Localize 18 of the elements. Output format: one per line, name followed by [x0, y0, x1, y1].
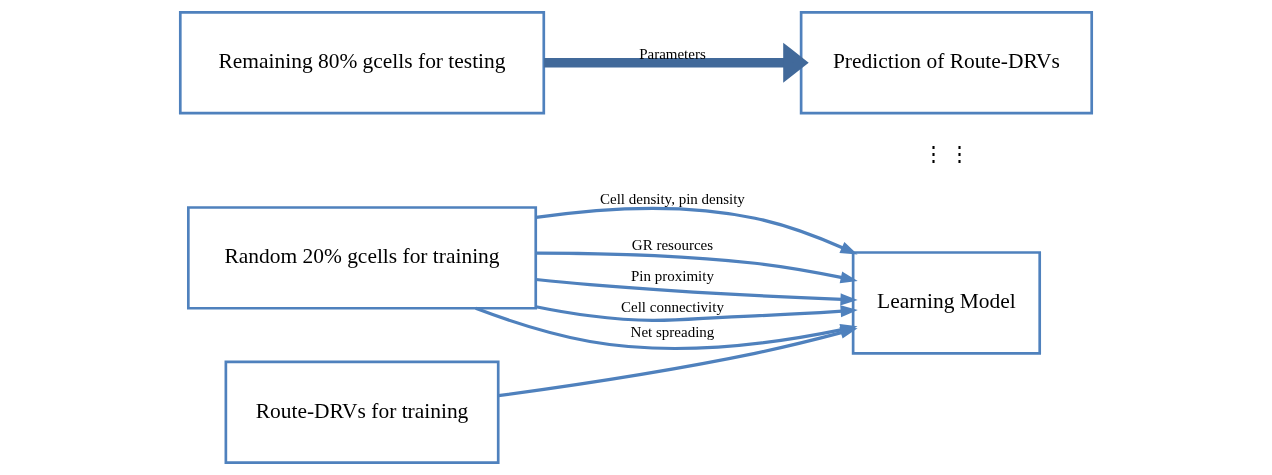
edge-label: Pin proximity — [630, 267, 714, 284]
arrow — [498, 326, 858, 398]
node-box: Learning Model — [851, 251, 1042, 355]
arrow — [535, 277, 858, 306]
arrow — [544, 42, 809, 83]
node-box: Remaining 80% gcells for testing — [178, 11, 546, 115]
arrow — [535, 305, 858, 323]
arrow — [536, 251, 858, 284]
node-box: Prediction of Route-DRVs — [799, 11, 1094, 115]
node-box: Route-DRVs for training — [224, 360, 500, 464]
edge-label: Net spreading — [630, 324, 715, 341]
label: ⋮ ⋮ — [922, 142, 971, 167]
edge-label: Cell connectivity — [621, 298, 724, 315]
edge-label: GR resources — [631, 236, 714, 253]
arrow — [535, 206, 858, 255]
edge-label: Parameters — [639, 45, 706, 62]
node-box: Random 20% gcells for training — [187, 206, 538, 310]
edge-label: Cell density, pin density — [600, 191, 745, 208]
